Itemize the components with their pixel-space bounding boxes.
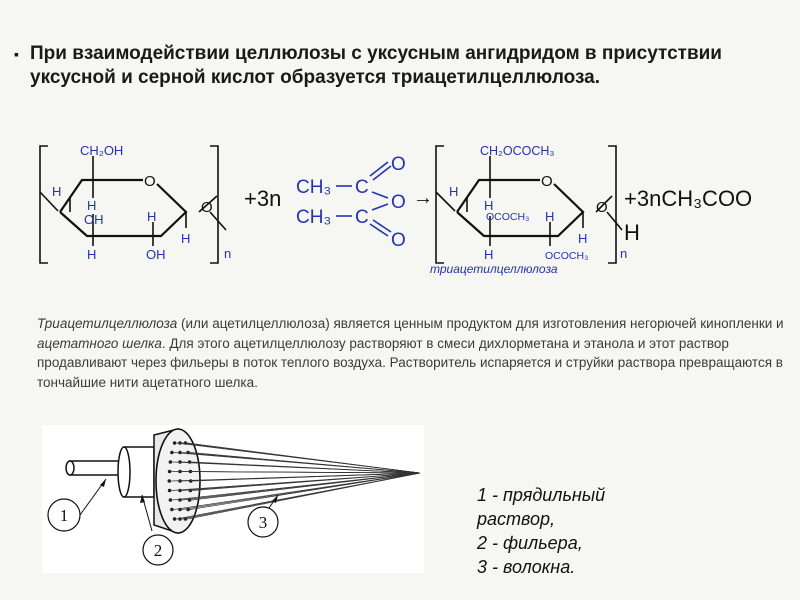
oh-mid-label: OH (84, 212, 104, 227)
subscript-n: n (224, 246, 231, 261)
cellulose-structure: CH₂OH O H H OH H H H OH O n (39, 143, 231, 264)
spinneret-hole (168, 460, 173, 464)
fiber-streams (171, 442, 421, 520)
triacetate-structure: CH₂OCOCH₃ O H H OCOCH₃ H H H OCOCH₃ O n … (430, 144, 627, 276)
subscript-n-2: n (620, 246, 627, 261)
h-bottom-label: H (87, 247, 96, 262)
h-top-label: H (87, 198, 96, 213)
spinneret-hole (178, 488, 182, 493)
description-part2: . Для этого ацетилцеллюлозу растворяют в… (37, 335, 783, 390)
h-low-label-2: H (578, 231, 587, 246)
intro-text: При взаимодействии целлюлозы с уксусным … (30, 43, 722, 88)
figure-background (42, 425, 424, 573)
bullet-icon: ▪ (14, 46, 19, 62)
fiber-line (190, 472, 421, 510)
o-bottom-label: O (391, 230, 406, 251)
spinneret-hole (178, 441, 182, 445)
h-right-label: H (147, 209, 156, 224)
description-paragraph: Триацетилцеллюлоза (или ацетилцеллюлоза)… (37, 314, 787, 392)
left-bracket (39, 145, 48, 264)
ch2oh-label: CH₂OH (80, 143, 123, 158)
spinneret-hole (167, 469, 172, 474)
plus-3n: +3n (244, 186, 281, 211)
ring-oxygen-label-2: O (541, 173, 553, 190)
acetic-anhydride-structure: CH₃ CH₃ C C O O O (296, 154, 406, 251)
callout-2 (142, 534, 174, 566)
callout-1 (47, 498, 81, 532)
spinneret-hole (178, 517, 182, 521)
intro-paragraph: ▪ При взаимодействии целлюлозы с уксусны… (14, 42, 784, 90)
fiber-line (187, 442, 421, 474)
byproduct-formula: +3nCH₃COO (624, 186, 752, 211)
callout-3-label: 3 (259, 513, 268, 532)
spinneret-hole (170, 507, 174, 512)
spinneret-hole (167, 488, 172, 493)
description-term: Триацетилцеллюлоза (37, 316, 178, 331)
c-bottom-label: C (355, 207, 369, 228)
fiber-line (191, 461, 421, 474)
callout-1-label: 1 (60, 506, 69, 525)
bridge-oxygen-label: O (201, 199, 213, 216)
ococh3-bottom-label: OCOCH₃ (545, 250, 588, 262)
triacetate-caption: триацетилцеллюлоза (430, 262, 558, 276)
legend-line-4: 3 - волокна. (477, 557, 576, 577)
spinneret-hole (167, 479, 172, 483)
ch3-bottom-label: CH₃ (296, 207, 331, 228)
right-bracket-2 (608, 145, 617, 264)
description-term2: ацетатного шелка (37, 335, 162, 351)
h-right-label-2: H (545, 209, 554, 224)
o-top-label: O (391, 154, 406, 175)
h-top-label-2: H (484, 198, 493, 213)
legend-line-3: 2 - фильера, (477, 533, 583, 553)
byproduct-formula-h: H (624, 220, 640, 245)
figure-legend: 1 - прядильный раствор, 2 - фильера, 3 -… (477, 483, 605, 579)
fiber-line (192, 472, 421, 491)
callout-3 (247, 506, 279, 538)
h-left-label-2: H (449, 184, 458, 199)
fiber-line (191, 472, 421, 501)
h-left-label: H (52, 184, 61, 199)
ring-oxygen-label: O (144, 173, 156, 190)
left-bracket-2 (435, 145, 444, 264)
spinneret-hole (172, 441, 177, 445)
h-bottom-label-2: H (484, 247, 493, 262)
ch2-ococh3-label: CH₂OCOCH₃ (480, 144, 555, 158)
spinneret-hole (178, 450, 182, 455)
fiber-line (187, 472, 421, 520)
ch3-top-label: CH₃ (296, 177, 331, 198)
h-low-label: H (181, 231, 190, 246)
reaction-arrow: → (413, 187, 433, 209)
spinneret-hole (170, 450, 174, 455)
c-top-label: C (355, 177, 369, 198)
o-mid-label: O (391, 192, 406, 213)
ococh3-mid-label: OCOCH₃ (486, 211, 529, 223)
fiber-line (192, 472, 421, 482)
description-part1: (или ацетилцеллюлоза) является ценным пр… (177, 316, 784, 331)
callout-2-label: 2 (154, 541, 163, 560)
spinneret-figure: 1 2 3 (42, 425, 424, 573)
legend-line-2: раствор, (477, 509, 556, 529)
fiber-line (192, 471, 421, 474)
spinneret-hole (172, 517, 177, 521)
bridge-oxygen-label-2: O (596, 199, 608, 216)
oh-bottom-label: OH (146, 247, 166, 262)
reaction-equation: CH₂OH O H H OH H H H OH O n +3n CH₃ CH₃ … (39, 143, 752, 276)
spinneret-hole (168, 498, 173, 502)
fiber-line (190, 452, 421, 474)
right-bracket (210, 145, 219, 264)
legend-line-1: 1 - прядильный (477, 485, 606, 505)
